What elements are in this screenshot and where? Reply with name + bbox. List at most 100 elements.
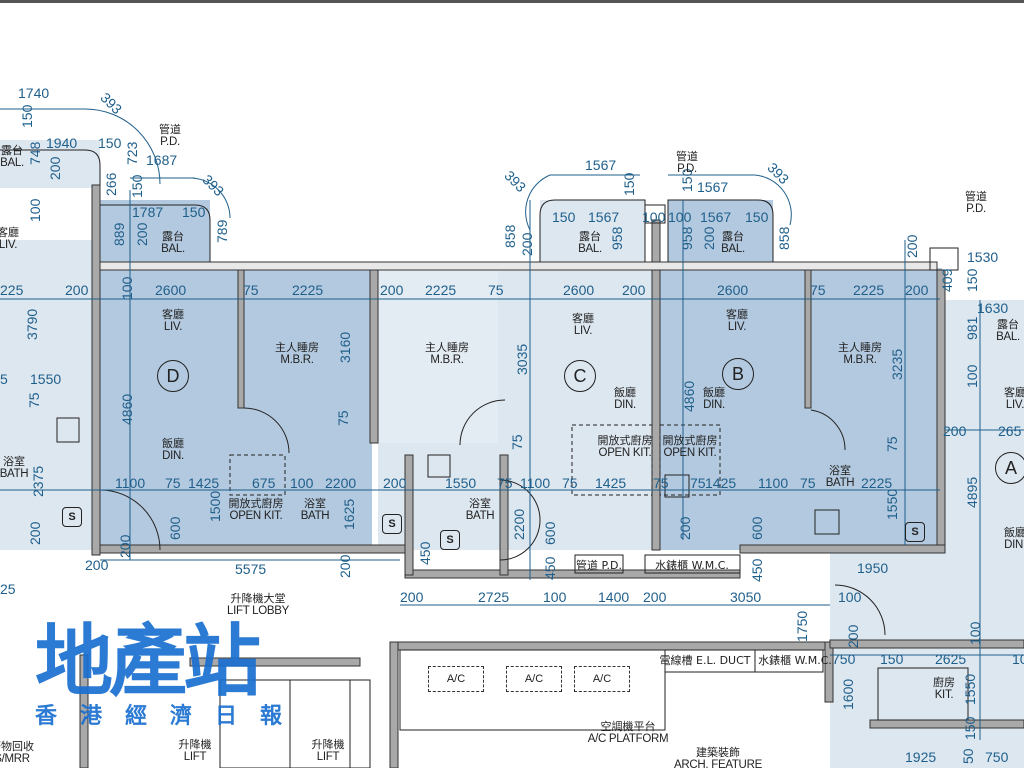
dimension-label: 150: [98, 135, 122, 151]
sink-symbol: S: [905, 522, 925, 542]
room-label-english: OPEN KIT.: [663, 447, 717, 459]
dimension-label: 2225: [425, 282, 457, 298]
room-label-chinese: 水錶櫃 W.M.C.: [655, 559, 729, 572]
room-label-chinese: 客廳: [0, 226, 19, 239]
unit-b-area: [660, 268, 942, 550]
dimension-label: 3050: [730, 589, 762, 605]
dimension-label: 150: [182, 204, 206, 220]
dimension-label: 5575: [235, 561, 267, 577]
room-label-chinese: 管道: [159, 123, 181, 136]
dimension-label: 3235: [889, 348, 905, 380]
dimension-label: 150: [552, 209, 576, 225]
room-label-chinese: 飯廳: [614, 386, 636, 399]
room-label-chinese: 主人睡房: [425, 341, 469, 354]
room-label-english: OPEN KIT.: [229, 510, 283, 522]
dimension-label: 100: [967, 621, 983, 645]
dimension-label: 748: [27, 141, 43, 165]
dimension-label: 1100: [758, 475, 789, 491]
dimension-label: 723: [124, 141, 140, 165]
dimension-label: 200: [943, 423, 967, 439]
unit-left-area: [0, 240, 100, 550]
dimension-label: 1625: [341, 498, 357, 530]
dimension-label: 150: [621, 172, 637, 196]
dimension-label: 1600: [840, 678, 856, 710]
dimension-label: 266: [103, 172, 119, 196]
dimension-label: 1950: [857, 560, 889, 576]
room-label-english: LIFT: [183, 751, 207, 763]
room-label-english: BAL.: [0, 157, 24, 169]
dimension-label: 889: [111, 222, 127, 246]
room-label-chinese: 飯廳: [703, 386, 725, 399]
room-label: 電線槽 E.L. DUCT: [660, 654, 751, 667]
dimension-label: 200: [380, 282, 404, 298]
room-label-chinese: 露台: [721, 230, 744, 243]
dimension-label: 200: [622, 282, 646, 298]
dimension-label: 25: [0, 581, 16, 597]
room-label-english: BAL.: [578, 243, 602, 255]
dimension-label: 200: [677, 516, 693, 540]
room-label-chinese: 客廳: [162, 308, 184, 321]
room-label-english: S/MRR: [0, 753, 30, 765]
dimension-label: 1740: [18, 85, 50, 101]
unit-marker-a: A: [995, 452, 1024, 484]
room-label-chinese: 開放式廚房: [662, 434, 718, 447]
room-label-english: BATH: [0, 468, 29, 480]
room-label-english: DIN.: [703, 399, 725, 411]
dimension-label: 75: [335, 410, 351, 426]
room-label-chinese: 開放式廚房: [228, 497, 284, 510]
dimension-label: 1940: [46, 135, 78, 151]
dimension-label: 450: [417, 541, 433, 565]
dimension-label: 100: [838, 589, 862, 605]
dimension-label: 75: [497, 475, 513, 491]
unit-c-balcony: [540, 200, 645, 265]
dimension-label: 1425: [705, 475, 737, 491]
unit-marker-b: B: [722, 358, 754, 390]
dimension-label: 75: [26, 392, 42, 408]
dimension-label: 2225: [292, 282, 324, 298]
dimension-label: 2600: [563, 282, 595, 298]
dimension-label: 2225: [853, 282, 885, 298]
room-label-english: BAL.: [721, 243, 745, 255]
dimension-label: 1787: [132, 204, 164, 220]
room-label-chinese: 廚房: [933, 676, 955, 689]
sink-symbol: S: [62, 507, 82, 527]
room-label-chinese: 浴室: [304, 497, 326, 510]
dimension-label: 858: [502, 224, 518, 248]
dimension-label: 200: [85, 557, 109, 573]
dimension-label: 1567: [697, 179, 729, 195]
dimension-label: 3790: [24, 308, 40, 340]
room-fills: [0, 140, 1024, 768]
dimension-label: 75: [562, 475, 578, 491]
dimension-label: 100: [1012, 651, 1024, 667]
room-label-english: OPEN KIT.: [598, 447, 652, 459]
dimension-label: 1630: [977, 300, 1009, 316]
dimension-label: 75: [810, 282, 826, 298]
dimension-label: 1550: [884, 488, 900, 520]
sink-symbol: S: [440, 530, 460, 550]
room-label-english: BATH: [825, 477, 855, 489]
walls: [79, 184, 1024, 768]
dimension-label: 75: [653, 475, 669, 491]
dimension-label: 75: [509, 434, 525, 450]
room-label-chinese: 浴室: [829, 464, 851, 477]
top-border: [0, 0, 1024, 3]
room-label-english: DIN.: [162, 450, 184, 462]
room-label-english: M.B.R.: [843, 354, 877, 366]
room-label-english: LIFT: [316, 751, 340, 763]
room-label-chinese: 客廳: [572, 312, 594, 325]
room-label-english: LIV.: [1005, 399, 1024, 411]
room-label-chinese: 管道 P.D.: [576, 559, 622, 572]
room-label-chinese: 客廳: [726, 308, 748, 321]
dimension-label: 958: [609, 226, 625, 250]
